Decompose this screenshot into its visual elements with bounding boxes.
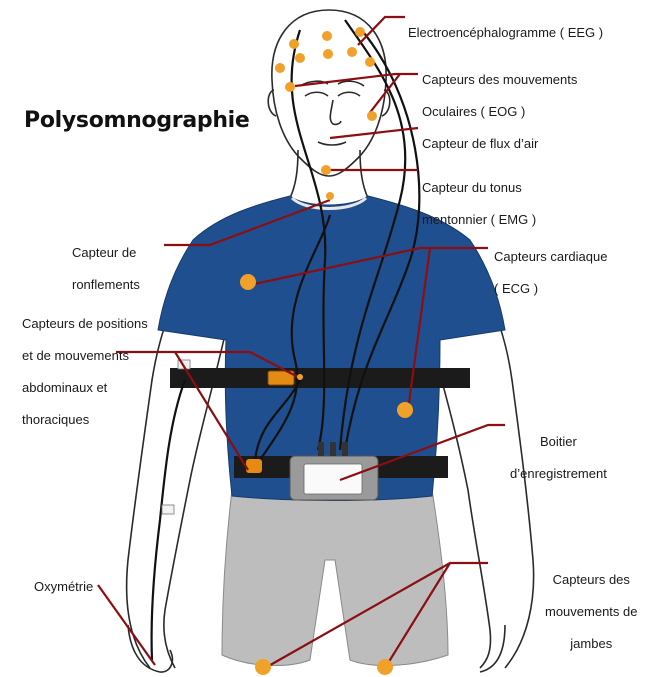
label-legs: Capteurs des mouvements de jambes (545, 556, 638, 668)
eeg-sensor-3 (355, 27, 365, 37)
nose (330, 100, 341, 124)
neck-left (290, 150, 298, 198)
eeg-sensor-2 (322, 31, 332, 41)
page-title: Polysomnographie (24, 108, 250, 133)
right-brow (338, 81, 364, 86)
chest-belt-dot (297, 374, 303, 380)
emg-sensor (321, 165, 331, 175)
label-snore: Capteur de ronflements (72, 229, 140, 309)
leg-sensor-right (377, 659, 393, 675)
eog-sensor-right (367, 111, 377, 121)
leg-sensor-left (255, 659, 271, 675)
eeg-sensor-6 (347, 47, 357, 57)
snore-sensor (326, 192, 334, 200)
label-emg: Capteur du tonus mentonnier ( EMG ) (422, 164, 536, 244)
mouth (318, 142, 346, 145)
oximetry-tape-2 (162, 505, 174, 514)
label-positions: Capteurs de positions et de mouvements a… (22, 300, 148, 444)
ecg-sensor-2 (397, 402, 413, 418)
left-eye (305, 92, 328, 96)
label-eeg: Electroencéphalogramme ( EEG ) (408, 9, 603, 57)
shorts (222, 490, 448, 665)
eeg-sensor-4 (295, 53, 305, 63)
label-recorder: Boitier d’enregistrement (510, 418, 607, 498)
chest-belt (170, 368, 470, 388)
label-airflow: Capteur de flux d’air (422, 120, 538, 168)
label-ecg: Capteurs cardiaque ( ECG ) (494, 233, 607, 313)
eeg-sensor-1 (289, 39, 299, 49)
abdominal-belt-sensor (246, 459, 262, 473)
ecg-sensor-1 (240, 274, 256, 290)
eeg-sensor-7 (365, 57, 375, 67)
label-oximetry: Oxymétrie (34, 563, 93, 611)
eeg-sensor-5 (323, 49, 333, 59)
leader-airflow (330, 128, 418, 138)
eog-sensor-left (285, 82, 295, 92)
right-eye (338, 92, 360, 96)
neck-right (360, 150, 368, 198)
eeg-sensor-8 (275, 63, 285, 73)
left-hand (128, 625, 172, 672)
